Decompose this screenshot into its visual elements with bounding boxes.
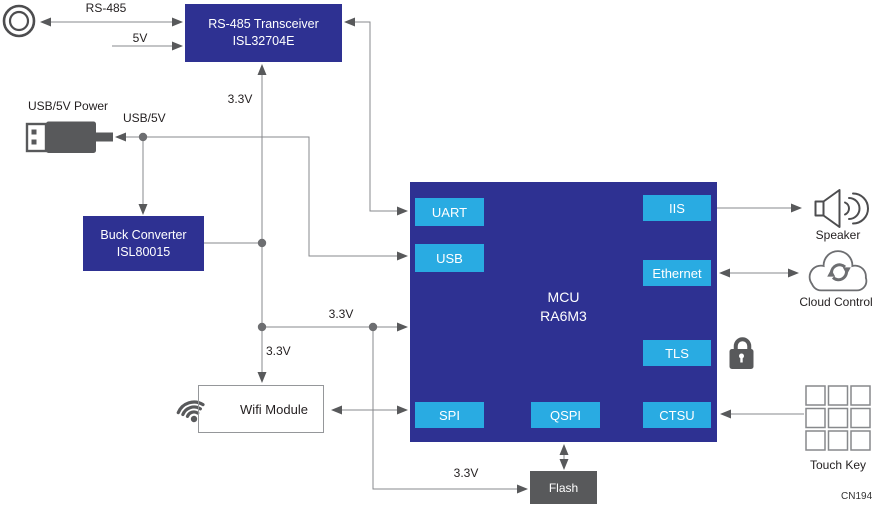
junction-dots <box>138 132 378 332</box>
flash-label: Flash <box>548 480 579 495</box>
block-mcu: MCU RA6M3 UART USB SPI QSPI IIS Ethernet… <box>410 182 717 442</box>
wire-uart-to-transceiver <box>344 17 408 216</box>
mcu-title: MCU RA6M3 <box>410 288 717 327</box>
mcu-name: MCU <box>547 289 580 305</box>
mcu-port-qspi: QSPI <box>531 402 600 428</box>
figure-reference: CN194 <box>841 491 873 502</box>
wire-usb-to-buck <box>138 137 148 215</box>
block-flash: Flash <box>530 471 597 504</box>
touch-key-grid-icon <box>805 385 871 451</box>
wire-5v <box>112 41 183 51</box>
mcu-port-usb: USB <box>415 244 484 272</box>
mcu-port-ethernet: Ethernet <box>643 260 711 286</box>
cloud-sync-icon <box>808 250 868 292</box>
rs485-connector-icon <box>2 4 36 38</box>
wire-label-5v: 5V <box>132 31 148 45</box>
wire-3v3-rail <box>257 64 267 383</box>
mcu-port-ctsu: CTSU <box>643 402 711 428</box>
wire-label-3v3-flash: 3.3V <box>453 466 479 480</box>
buck-name: Buck Converter <box>100 227 187 242</box>
buck-part-number: ISL80015 <box>116 244 171 259</box>
wire-ethernet-cloud <box>719 268 799 278</box>
mcu-port-tls: TLS <box>643 340 711 366</box>
wire-3v3-to-mcu <box>262 322 408 332</box>
wire-usb-5v <box>115 132 408 261</box>
cloud-control-label: Cloud Control <box>799 295 873 309</box>
wire-touchkey-ctsu <box>720 409 804 419</box>
wire-label-3v3-mcu: 3.3V <box>328 307 354 321</box>
wire-qspi-flash <box>559 444 569 470</box>
speaker-label: Speaker <box>815 228 861 242</box>
mcu-port-spi: SPI <box>415 402 484 428</box>
lock-icon <box>729 337 754 369</box>
wire-iis-speaker <box>717 203 802 213</box>
wire-label-rs485: RS-485 <box>85 1 127 15</box>
block-rs485-transceiver: RS-485 Transceiver ISL32704E <box>185 4 342 62</box>
block-buck-converter: Buck Converter ISL80015 <box>83 216 204 271</box>
wire-3v3-to-flash <box>372 327 528 494</box>
wire-rs485 <box>40 17 183 27</box>
wifi-module-label: Wifi Module <box>240 401 308 417</box>
transceiver-part-number: ISL32704E <box>232 34 295 48</box>
wire-label-usb-5v: USB/5V <box>123 111 166 125</box>
usb-plug-icon <box>25 121 113 153</box>
block-wifi-module: Wifi Module <box>198 385 324 433</box>
transceiver-name: RS-485 Transceiver <box>208 17 319 32</box>
wire-wifi-spi <box>331 405 408 415</box>
wire-label-3v3-wifi: 3.3V <box>266 344 291 358</box>
mcu-part-number: RA6M3 <box>540 308 587 325</box>
mcu-port-uart: UART <box>415 198 484 226</box>
mcu-port-iis: IIS <box>643 195 711 221</box>
usb-power-label: USB/5V Power <box>28 99 109 113</box>
wire-label-3v3-transceiver: 3.3V <box>227 92 253 106</box>
touch-key-label: Touch Key <box>809 458 867 472</box>
speaker-icon <box>814 189 869 228</box>
